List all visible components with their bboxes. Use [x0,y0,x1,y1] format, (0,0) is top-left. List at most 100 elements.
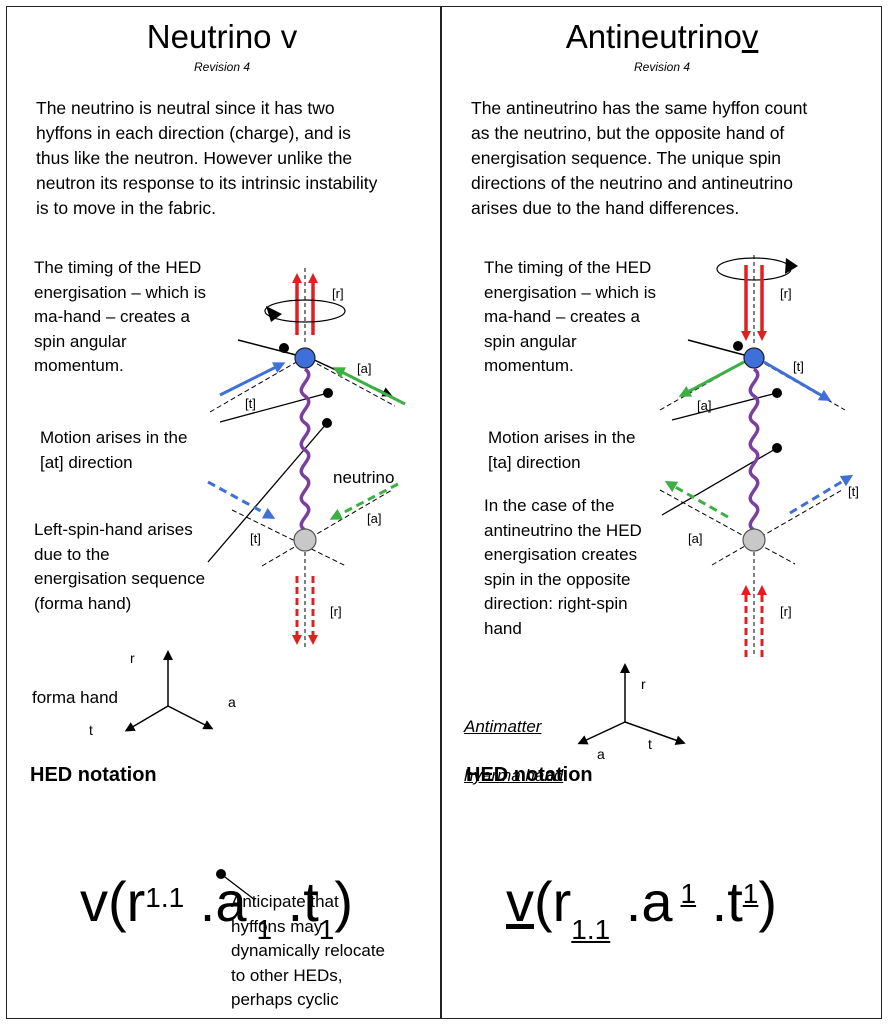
dashed-a-axis-top [309,359,396,407]
antineutrino-diagram [577,255,854,746]
black-line-left-right [687,339,749,357]
notation-t: .t [272,870,319,933]
anticipate-pointer [220,873,256,901]
antineutrino-title-v: v [741,18,759,55]
axis-label-r: r [130,650,135,666]
label-r-bottom-right: [r] [780,604,792,619]
green-arrow-top-right [678,360,745,397]
notation-a-right: .a [610,870,673,933]
bottom-node-grey-right [742,528,766,552]
notation-t-right: .t [696,870,743,933]
neutrino-hed-notation-label: HED notation [30,764,157,786]
pointer-dot-timing-right [772,388,782,398]
neutrino-diagram [124,268,406,901]
pointer-motion-right [661,447,778,516]
black-line-left [237,339,301,357]
notation-r-sup: 1.1 [145,882,185,913]
notation-v-right: v [506,870,534,933]
neutrino-revision: Revision 4 [193,60,251,74]
spin-ellipse [264,299,346,323]
purple-wave [299,367,311,532]
neutrino-notation: v(r1.1 .a 1 .t1) [80,812,420,946]
anticipate-dot [216,869,226,879]
notation-a-sub: 1 [256,914,273,945]
axis-t-arrow [124,705,169,732]
anticipate-note: Anticipate that hyffons may dynamically … [231,892,386,1009]
dashed-a-axis-bottom-right [659,489,796,565]
top-node-blue-right [743,347,765,369]
pointer-dot-motion-right [772,443,782,453]
notation-a: .a [184,870,247,933]
neutrino-title: Neutrino v [146,18,298,55]
green-arrow-top [332,367,406,406]
pointer-timing [219,392,329,423]
purple-wave-right [748,367,760,532]
pointer-dot-top-left [279,343,289,353]
antineutrino-revision: Revision 4 [633,60,691,74]
pointer-dot-timing [323,388,333,398]
pointer-dot-motion [322,418,332,428]
green-dashed-arrow-bottom [329,482,399,520]
label-a-top: [a] [357,361,372,376]
blue-arrow-top-right [763,360,832,402]
antimatter-hand-line2: hyarma hand [464,765,564,785]
neutrino-intro: The neutrino is neutral since it has two… [36,98,378,218]
blue-dashed-arrow-bottom [207,480,276,519]
antineutrino-hed-notation-label: HED notation [466,764,593,786]
antineutrino-title-prefix: Antineutrino [565,18,742,55]
page-frame [6,6,882,1019]
antimatter-hand-label: Antimatter hyarma hand [464,690,563,813]
axis-a-arrow [167,705,214,730]
dashed-a-axis-bottom [261,489,393,567]
antineutrino-intro: The antineutrino has the same hyffon cou… [471,98,808,218]
neutrino-motion-text: Motion arises in the [at] direction [40,428,188,472]
label-t-top-right: [t] [793,359,804,374]
axis-label-t: t [89,722,93,738]
notation-close: ) [334,870,353,933]
notation-close-right: ) [758,870,777,933]
notation-a-sup-right: 1 [680,878,697,909]
label-r-top: [r] [332,286,344,301]
label-a-bottom-right: [a] [688,531,703,546]
notation-t-sub: 1 [318,914,335,945]
notation-t-sup-right: 1 [742,878,759,909]
neutrino-label: neutrino [333,468,395,487]
notation-r-sub-right: 1.1 [571,914,611,945]
top-node-blue [294,347,316,369]
label-t-bottom-right: [t] [848,484,859,499]
axis-label-a-right: a [597,746,605,762]
axis-label-r-right: r [641,676,646,692]
blue-dashed-arrow-bottom-right [789,474,854,515]
spin-arrowhead-icon [266,306,282,322]
label-r-bottom: [r] [330,604,342,619]
label-t-bottom: [t] [250,531,261,546]
label-a-bottom: [a] [367,511,382,526]
green-dashed-arrow-bottom-right [664,481,729,519]
label-a-top-right: [a] [697,398,712,413]
blue-arrow-top [219,362,286,397]
neutrino-left-spin-text: Left-spin-hand arises due to the energis… [34,520,206,613]
bottom-node-grey [293,528,317,552]
panel-divider [440,6,442,1019]
antineutrino-motion-text: Motion arises in the [ta] direction [488,428,636,472]
label-t-top: [t] [245,396,256,411]
dashed-t-axis-bottom-right [711,489,843,566]
antineutrino-title: Antineutrinov [446,18,878,56]
antimatter-hand-line1: Antimatter [464,716,542,736]
dashed-t-axis-bottom [231,509,347,567]
axis-label-t-right: t [648,736,652,752]
neutrino-timing-text: The timing of the HED energisation – whi… [34,258,206,375]
antineutrino-timing-text: The timing of the HED energisation – whi… [484,258,656,375]
notation-r-right: (r [534,870,572,933]
forma-hand-label: forma hand [32,688,118,707]
spin-arrowhead-right-icon [785,258,798,274]
axis-a-arrow-right [577,721,626,745]
label-r-top-right: [r] [780,286,792,301]
pointer-timing-right [671,392,778,421]
notation-v-r: v(r [80,870,146,933]
pointer-dot-top-left-right [733,341,743,351]
dashed-t-axis-top [209,359,301,413]
antineutrino-case-text: In the case of the antineutrino the HED … [484,496,642,638]
